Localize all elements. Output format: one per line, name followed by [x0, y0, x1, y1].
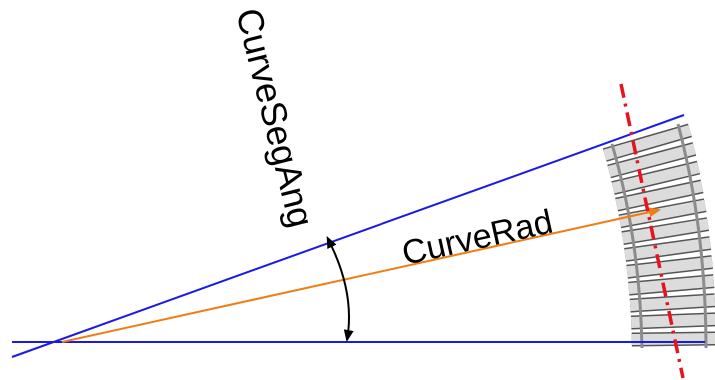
track-centerline — [619, 83, 685, 379]
outer-rail — [610, 143, 644, 349]
track-sleeper — [603, 125, 692, 161]
radius-arrow — [61, 207, 661, 343]
track-sleeper — [615, 180, 704, 211]
track-sleeper — [629, 294, 715, 312]
track-sleeper — [618, 199, 707, 227]
track-sleeper — [624, 237, 712, 261]
track-sleeper — [607, 143, 696, 177]
track-sleeper — [630, 313, 715, 329]
curve-segment-angle-label: CurveSegAng — [228, 4, 322, 231]
track-sleeper — [611, 162, 700, 194]
track-sleeper — [621, 218, 709, 244]
curve-radius-label: CurveRad — [399, 203, 557, 273]
track-sleepers — [602, 123, 715, 347]
track-sleeper — [631, 332, 715, 346]
track-sleeper — [626, 256, 713, 278]
inner-rail — [676, 123, 708, 349]
track-sleeper — [628, 275, 715, 295]
curved-track-icon — [602, 123, 715, 349]
angle-arc-arrow — [326, 235, 354, 342]
